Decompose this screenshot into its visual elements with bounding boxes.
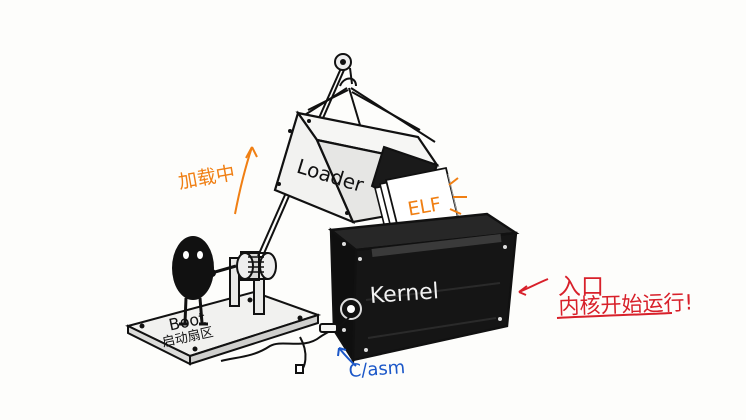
loader-box (273, 110, 440, 225)
lang-arrow (338, 347, 357, 367)
loader-slings (299, 87, 436, 143)
entry-arrow (518, 278, 549, 293)
kernel-box-label: Kernel (369, 279, 440, 309)
lang-annotation: C/asm (348, 357, 406, 382)
kernel-run-underline (556, 312, 673, 319)
boot-platform (125, 290, 322, 366)
loading-arrowhead (245, 146, 258, 159)
entry-arrowhead (518, 285, 528, 296)
loading-arrow (234, 146, 253, 215)
kernel-run-annotation: 内核开始运行! (558, 290, 694, 319)
pulley (334, 53, 357, 87)
boot-character (172, 236, 214, 326)
lang-arrowhead (337, 347, 347, 357)
sparkle-lines (448, 177, 467, 215)
cable-and-plug (220, 315, 351, 374)
entry-annotation: 入口 (558, 274, 604, 300)
kernel-box (327, 212, 520, 364)
